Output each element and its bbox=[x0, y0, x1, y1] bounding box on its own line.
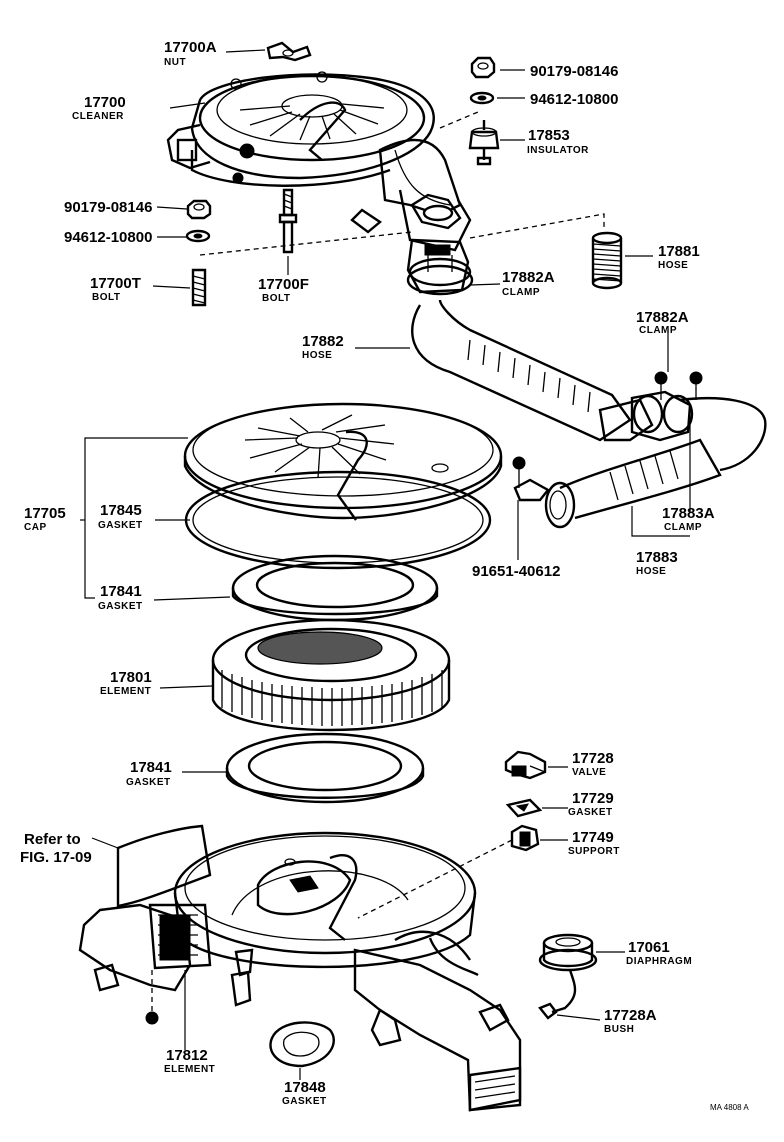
reference-note-line2: FIG. 17-09 bbox=[20, 849, 92, 866]
drawing-code: MA 4808 A bbox=[710, 1103, 749, 1112]
label-name: DIAPHRAGM bbox=[626, 956, 692, 967]
label-number: 17841 bbox=[130, 759, 172, 776]
support-17749-drawing bbox=[510, 824, 540, 852]
label-number: 17812 bbox=[166, 1047, 208, 1064]
alignment-line-upper-left bbox=[199, 231, 413, 256]
label-name: CAP bbox=[24, 522, 47, 533]
label-number: 17883 bbox=[636, 549, 678, 566]
washer-94612-upper-drawing bbox=[469, 91, 495, 105]
label-name: GASKET bbox=[98, 601, 143, 612]
label-number: 17853 bbox=[528, 127, 570, 144]
label-number: 17845 bbox=[100, 502, 142, 519]
label-name: GASKET bbox=[98, 520, 143, 531]
gasket-17841-lower-drawing bbox=[225, 732, 425, 804]
label-name: INSULATOR bbox=[527, 145, 589, 156]
gasket-17729-drawing bbox=[505, 798, 543, 818]
label-number: 17841 bbox=[100, 583, 142, 600]
label-number: 17061 bbox=[628, 939, 670, 956]
valve-17728-drawing bbox=[504, 750, 547, 780]
upper-clamp-drawing bbox=[406, 238, 474, 296]
label-number: 17882 bbox=[302, 333, 344, 350]
label-number: 17881 bbox=[658, 243, 700, 260]
label-number: 17700A bbox=[164, 39, 217, 56]
gasket-17848-drawing bbox=[269, 1021, 335, 1068]
leader-lines bbox=[80, 49, 691, 1080]
hose-17882-drawing bbox=[411, 299, 767, 472]
air-cleaner-cap-drawing bbox=[183, 402, 503, 521]
bolt-17700F-drawing bbox=[278, 188, 298, 254]
label-number: 91651-40612 bbox=[472, 563, 560, 580]
air-cleaner-assembly-drawing bbox=[166, 71, 472, 252]
label-number: 17705 bbox=[24, 505, 66, 522]
label-number: 17728A bbox=[604, 1007, 657, 1024]
washer-94612-lower-drawing bbox=[185, 229, 211, 243]
reference-note-line1: Refer to bbox=[24, 831, 81, 848]
air-cleaner-housing-drawing bbox=[78, 831, 522, 1112]
label-number: 17700F bbox=[258, 276, 309, 293]
label-name: HOSE bbox=[658, 260, 688, 271]
label-number: 94612-10800 bbox=[530, 91, 618, 108]
label-name: BOLT bbox=[92, 292, 120, 303]
nut-90179-upper-drawing bbox=[470, 56, 496, 79]
label-name: HOSE bbox=[302, 350, 332, 361]
filter-element-drawing bbox=[211, 618, 451, 732]
label-name: HOSE bbox=[636, 566, 666, 577]
label-name: CLAMP bbox=[664, 522, 702, 533]
label-name: SUPPORT bbox=[568, 846, 620, 857]
label-number: 17749 bbox=[572, 829, 614, 846]
spring-hose-drawing bbox=[591, 231, 623, 290]
label-number: 17700 bbox=[84, 94, 126, 111]
label-name: BUSH bbox=[604, 1024, 634, 1035]
label-number: 17882A bbox=[502, 269, 555, 286]
alignment-line-upper-right bbox=[469, 213, 605, 239]
label-number: 17882A bbox=[636, 309, 689, 326]
label-number: 17700T bbox=[90, 275, 141, 292]
diaphragm-17061-drawing bbox=[538, 933, 598, 1014]
label-name: CLAMP bbox=[502, 287, 540, 298]
bush-17728A-drawing bbox=[538, 1002, 558, 1020]
alignment-line-insulator bbox=[439, 111, 479, 129]
label-name: BOLT bbox=[262, 293, 290, 304]
label-name: GASKET bbox=[568, 807, 613, 818]
label-number: 94612-10800 bbox=[64, 229, 152, 246]
label-number: 90179-08146 bbox=[530, 63, 618, 80]
label-name: GASKET bbox=[282, 1096, 327, 1107]
label-name: ELEMENT bbox=[164, 1064, 215, 1075]
reference-flap-drawing bbox=[116, 824, 212, 908]
label-name: ELEMENT bbox=[100, 686, 151, 697]
bolt-17700T-drawing bbox=[191, 268, 207, 307]
part-labels: 17700A NUT 17700 CLEANER 90179-08146 946… bbox=[20, 39, 749, 1112]
label-number: 17801 bbox=[110, 669, 152, 686]
gasket-17841-upper-drawing bbox=[231, 554, 439, 622]
label-number: 17729 bbox=[572, 790, 614, 807]
nut-90179-lower-drawing bbox=[186, 199, 212, 220]
label-name: CLAMP bbox=[639, 325, 677, 336]
gasket-17845-drawing bbox=[184, 470, 492, 570]
label-number: 90179-08146 bbox=[64, 199, 152, 216]
label-name: CLEANER bbox=[72, 111, 124, 122]
insulator-drawing bbox=[468, 120, 500, 166]
label-name: NUT bbox=[164, 57, 186, 68]
label-number: 17848 bbox=[284, 1079, 326, 1096]
label-number: 17883A bbox=[662, 505, 715, 522]
alignment-line-valve bbox=[357, 839, 513, 919]
wing-nut-drawing bbox=[266, 41, 312, 62]
label-name: GASKET bbox=[126, 777, 171, 788]
label-number: 17728 bbox=[572, 750, 614, 767]
label-name: VALVE bbox=[572, 767, 606, 778]
hose-17883-drawing bbox=[512, 438, 722, 529]
